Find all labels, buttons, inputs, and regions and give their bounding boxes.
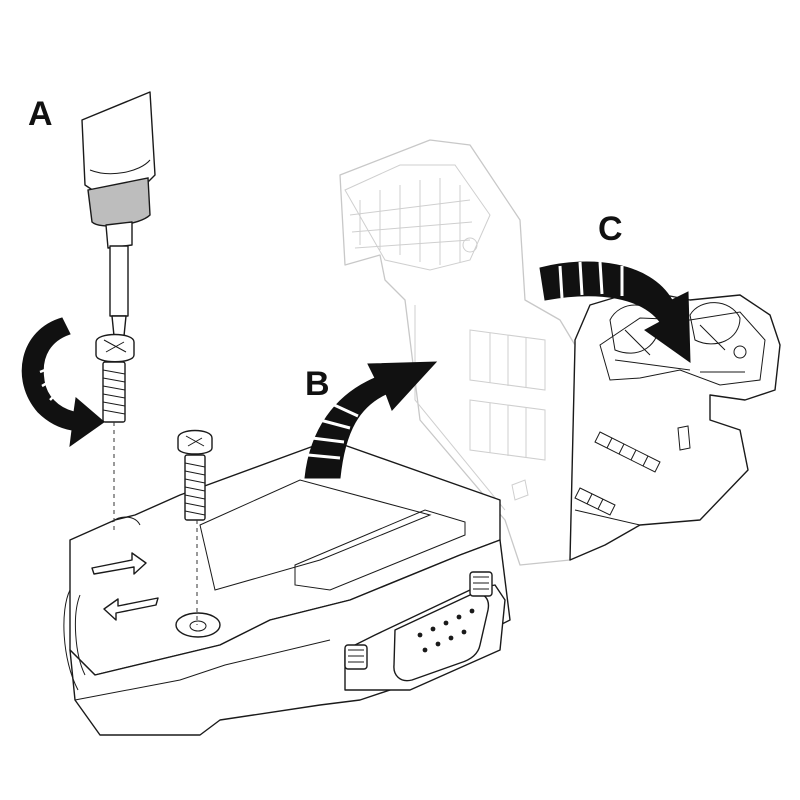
step-label-a: A [28,95,53,133]
screw-installed [177,429,213,521]
curved-arrow-clockwise-icon [21,317,105,448]
step-label-b: B [305,365,330,403]
dsub-connector [344,571,506,691]
standoff-right [469,571,493,597]
double-arrow-icon [91,552,159,621]
screwdriver [81,91,156,337]
dsub-pins [417,608,475,653]
terminal-slots [574,425,691,516]
curved-arrow-up-icon [304,361,438,479]
standoff-left [344,644,368,670]
connector-housing [63,439,511,736]
curved-arrow-down-icon [539,261,691,363]
step-label-c: C [598,210,623,248]
connector-base-tray [569,289,781,561]
open-housing-ghost [339,139,576,566]
screw-on-screwdriver [95,333,135,423]
